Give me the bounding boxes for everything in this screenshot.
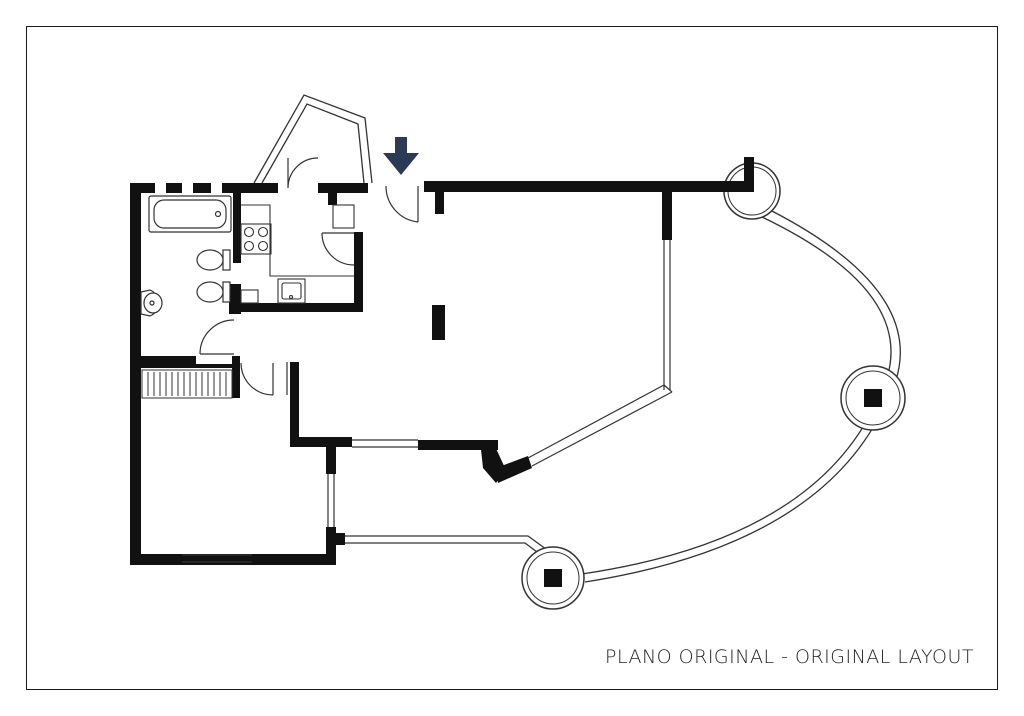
column-icon (521, 546, 585, 610)
kitchen-sink-icon (277, 278, 306, 304)
windows (182, 240, 673, 563)
terrace-rail-lower-outer (340, 542, 546, 559)
terrace-rail-lower-inner (340, 535, 551, 553)
walls (130, 157, 754, 565)
terrace-columns (521, 162, 906, 610)
doors (199, 157, 419, 396)
plan-caption: PLANO ORIGINAL - ORIGINAL LAYOUT (604, 646, 974, 668)
toilet-icon (196, 249, 231, 271)
entrance-arrow-icon (383, 137, 419, 175)
column-icon (840, 365, 906, 431)
plan-frame (26, 26, 998, 690)
bidet-icon (196, 281, 231, 303)
kitchen-cabinet (240, 204, 355, 304)
upper-balcony (253, 94, 373, 184)
bathtub-icon (148, 195, 232, 233)
terrace (340, 209, 901, 583)
cooktop-icon (240, 223, 272, 255)
kitchen-counter (241, 204, 354, 277)
closet-rack (141, 369, 233, 399)
washbasin-icon (140, 289, 163, 317)
